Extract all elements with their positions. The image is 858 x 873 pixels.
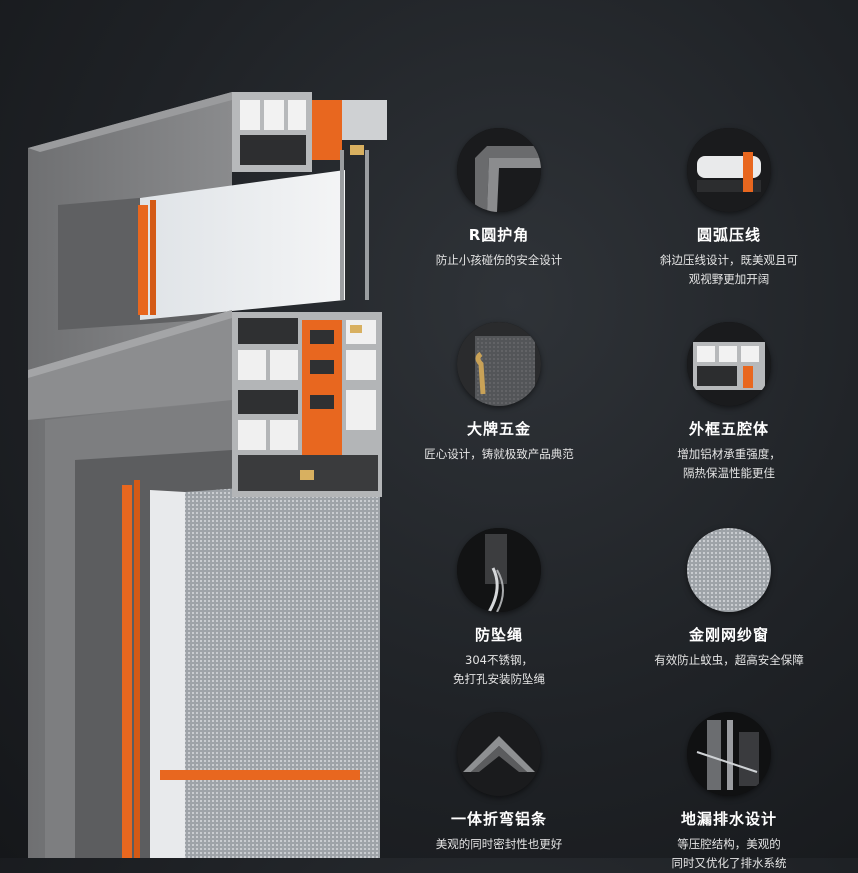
feature-desc: 匠心设计，铸就极致产品典范	[424, 447, 574, 461]
five-chamber-frame-icon	[687, 322, 771, 406]
feature-title: 防坠绳	[474, 626, 523, 644]
feature-title: 一体折弯铝条	[450, 810, 547, 828]
window-cross-section-illustration	[28, 92, 387, 858]
orange-gasket-upper	[138, 205, 148, 315]
feature-desc: 增加铝材承重强度， 隔热保温性能更佳	[677, 447, 781, 480]
feature-desc: 防止小孩碰伤的安全设计	[435, 253, 563, 267]
handle-hardware-icon	[457, 322, 541, 406]
feature-desc: 斜边压线设计，既美观且可 观视野更加开阔	[660, 253, 798, 286]
feature-desc: 304不锈钢， 免打孔安装防坠绳	[453, 653, 545, 686]
diamond-mesh-icon	[687, 528, 771, 612]
arc-bead-icon	[687, 128, 771, 212]
feature-bent-aluminum: 一体折弯铝条 美观的同时密封性也更好	[389, 712, 609, 854]
feature-title: 地漏排水设计	[680, 810, 777, 828]
feature-safety-rope: 防坠绳 304不锈钢， 免打孔安装防坠绳	[389, 528, 609, 689]
feature-title: 大牌五金	[466, 420, 531, 438]
orange-gasket-lower	[122, 485, 132, 858]
feature-hardware: 大牌五金 匠心设计，铸就极致产品典范	[389, 322, 609, 464]
feature-desc: 等压腔结构，美观的 同时又优化了排水系统	[671, 837, 787, 870]
feature-arc-bead: 圆弧压线 斜边压线设计，既美观且可 观视野更加开阔	[619, 128, 839, 289]
upper-glass	[140, 170, 345, 320]
feature-drainage: 地漏排水设计 等压腔结构，美观的 同时又优化了排水系统	[619, 712, 839, 873]
feature-five-chamber: 外框五腔体 增加铝材承重强度， 隔热保温性能更佳	[619, 322, 839, 483]
feature-title: 金刚网纱窗	[688, 626, 769, 644]
top-profile-section	[232, 92, 387, 300]
feature-diamond-mesh: 金刚网纱窗 有效防止蚊虫，超高安全保障	[619, 528, 839, 670]
corner-profile-icon	[457, 128, 541, 212]
middle-profile-section	[232, 312, 382, 497]
feature-desc: 美观的同时密封性也更好	[435, 837, 563, 851]
feature-desc: 有效防止蚊虫，超高安全保障	[654, 653, 804, 667]
safety-rope-icon	[457, 528, 541, 612]
feature-title: R圆护角	[468, 226, 530, 244]
mesh-screen	[185, 478, 380, 858]
feature-title: 外框五腔体	[688, 420, 769, 438]
transom	[28, 310, 232, 420]
feature-title: 圆弧压线	[696, 226, 761, 244]
feature-r-corner: R圆护角 防止小孩碰伤的安全设计	[389, 128, 609, 270]
bent-aluminum-corner-icon	[457, 712, 541, 796]
drainage-icon	[687, 712, 771, 796]
